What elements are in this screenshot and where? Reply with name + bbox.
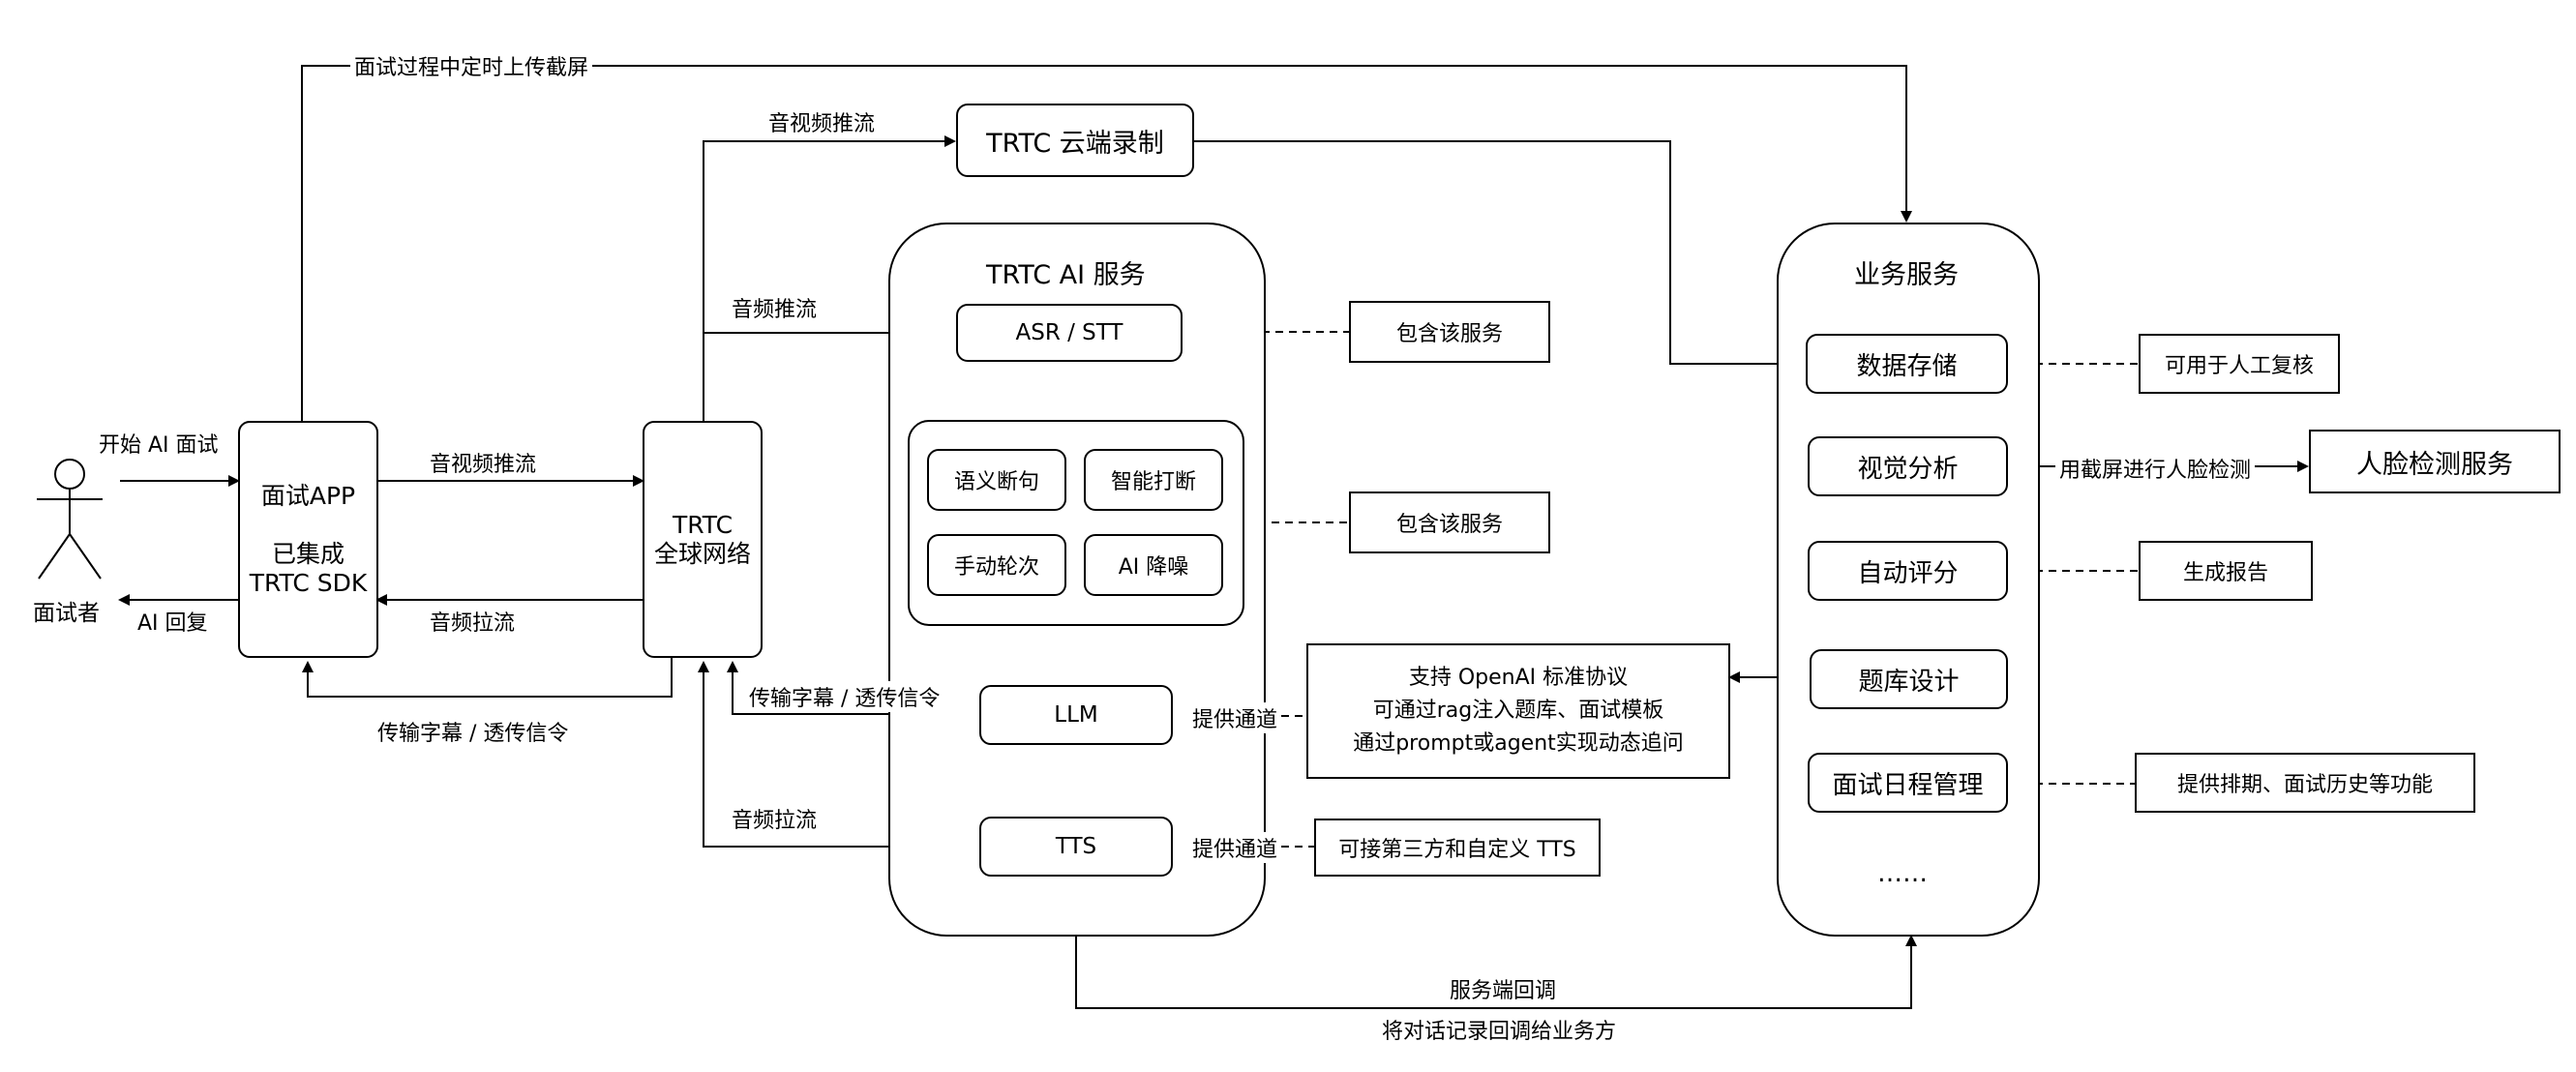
interviewer-label: 面试者: [33, 601, 100, 626]
llm-box: LLM: [979, 685, 1173, 745]
label-face-detect: 用截屏进行人脸检测: [2055, 453, 2256, 484]
label-screenshot-upload: 面试过程中定时上传截屏: [350, 50, 593, 81]
ai-denoise-box: AI 降噪: [1084, 534, 1223, 596]
semantic-segmentation-box: 语义断句: [927, 449, 1066, 511]
ai-service-title: TRTC AI 服务: [982, 253, 1150, 291]
asr-stt-box: ASR / STT: [956, 304, 1183, 362]
face-detection-box: 人脸检测服务: [2309, 430, 2561, 493]
label-app-pull: 音频拉流: [430, 611, 516, 636]
label-app-push: 音视频推流: [430, 453, 537, 477]
edge-tts-to-network: [698, 661, 979, 848]
business-service-title: 业务服务: [1850, 253, 1962, 291]
cloud-recording-box: TRTC 云端录制: [956, 104, 1194, 177]
label-subtitle-llm: 传输字幕 / 透传信令: [745, 681, 944, 712]
label-start-interview: 开始 AI 面试: [99, 433, 219, 458]
question-bank-box: 题库设计: [1810, 649, 2008, 709]
more-ellipsis: ……: [1873, 859, 1932, 888]
smart-interrupt-box: 智能打断: [1084, 449, 1223, 511]
schedule-management-box: 面试日程管理: [1808, 753, 2008, 813]
storage-note: 可用于人工复核: [2139, 334, 2340, 394]
tts-box: TTS: [979, 817, 1173, 877]
person-icon: [37, 459, 103, 580]
schedule-note: 提供排期、面试历史等功能: [2135, 753, 2475, 813]
edge-recording-to-storage: [1194, 140, 1806, 370]
label-ai-reply: AI 回复: [137, 611, 208, 636]
features-note: 包含该服务: [1349, 491, 1550, 553]
visual-analysis-box: 视觉分析: [1808, 436, 2008, 496]
edge-app-to-business: [301, 65, 1912, 421]
tts-note: 可接第三方和自定义 TTS: [1314, 819, 1601, 877]
edge-network-to-recording: [703, 135, 956, 421]
llm-note: 支持 OpenAI 标准协议 可通过rag注入题库、面试模板 通过prompt或…: [1306, 643, 1730, 779]
data-storage-box: 数据存储: [1806, 334, 2008, 394]
edge-ai-to-business-callback: [1075, 935, 1917, 1009]
label-recording-push: 音视频推流: [768, 112, 876, 136]
scoring-note: 生成报告: [2139, 541, 2313, 601]
label-tts-pull: 音频拉流: [732, 809, 818, 833]
label-tts-channel: 提供通道: [1188, 832, 1282, 863]
label-callback-desc: 将对话记录回调给业务方: [1382, 1020, 1617, 1044]
asr-note: 包含该服务: [1349, 301, 1550, 363]
edge-network-to-app-subtitle: [302, 658, 673, 698]
auto-scoring-box: 自动评分: [1808, 541, 2008, 601]
label-asr-push: 音频推流: [732, 298, 818, 322]
label-subtitle-app: 传输字幕 / 透传信令: [377, 722, 569, 746]
manual-turn-box: 手动轮次: [927, 534, 1066, 596]
label-callback: 服务端回调: [1450, 979, 1557, 1003]
interview-app-box: 面试APP 已集成 TRTC SDK: [238, 421, 378, 658]
trtc-network-box: TRTC 全球网络: [643, 421, 763, 658]
label-llm-channel: 提供通道: [1188, 702, 1282, 733]
